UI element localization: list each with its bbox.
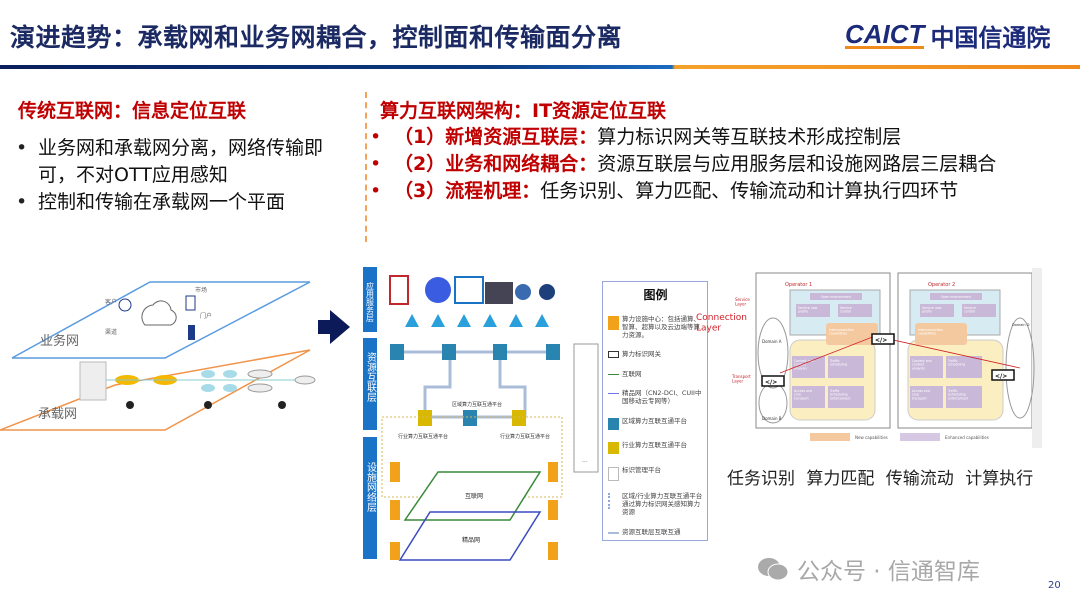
legend-item: 精品网（CN2-DCI、CUII中国移动云专网等） — [608, 389, 703, 405]
left-bullets: 业务网和承载网分离，网络传输即可，不对OTT应用感知 控制和传输在承载网一个平面 — [14, 135, 354, 216]
left-bullet: 控制和传输在承载网一个平面 — [14, 189, 354, 216]
legend-title: 图例 — [643, 288, 668, 302]
divider — [365, 92, 367, 242]
user-icon — [118, 298, 132, 312]
legend-item: 区域/行业算力互联互通平台通过算力标识网关感知算力资源 — [608, 492, 703, 516]
page-number: 20 — [1048, 580, 1061, 591]
internet-line-icon — [608, 373, 619, 375]
svg-text:Domain A: Domain A — [762, 339, 782, 344]
watermark-text: 公众号 · 信通智库 — [797, 559, 980, 585]
tablet-icon — [185, 295, 196, 311]
svg-text:Enhanced capabilities: Enhanced capabilities — [945, 435, 989, 440]
right-bullets: （1）新增资源互联层：算力标识网关等互联技术形成控制层 （2）业务和网络耦合：资… — [370, 124, 1070, 205]
resource-line-icon — [608, 531, 619, 534]
slide-title: 演进趋势：承载网和业务网耦合，控制面和传输面分离 — [10, 23, 623, 52]
svg-text:行业算力互联互通平台: 行业算力互联互通平台 — [500, 433, 550, 440]
svg-text:市场: 市场 — [195, 286, 207, 294]
left-heading: 传统互联网：信息定位互联 — [18, 100, 247, 122]
computing-internet-diagram: 应用服务层 资源互联层 设施网络层 区域算力互联互通平台 行业算力互联互通平台 … — [363, 267, 599, 561]
svg-text:</>: </> — [995, 373, 1007, 380]
left-bullet: 业务网和承载网分离，网络传输即可，不对OTT应用感知 — [14, 135, 354, 189]
regional-platform-icon — [608, 417, 619, 430]
traditional-network-diagram: 业务网 承载网 客户 市场 门户 渠道 — [0, 281, 350, 431]
logo-cn: 中国信通院 — [930, 24, 1051, 52]
gateway-icon — [991, 369, 1015, 381]
watermark: 公众号 · 信通智库 — [757, 552, 980, 586]
legend-box: 图例 算力设施中心：包括通算、智算、超算以及云边端等算力资源。 算力标识网关 互… — [602, 281, 708, 541]
caict-logo: CAICT 中国信通院 — [845, 18, 1050, 53]
svg-text:Operator 2: Operator 2 — [928, 282, 955, 288]
svg-text:New capabilities: New capabilities — [855, 435, 888, 440]
computing-center-icon — [608, 315, 619, 330]
layer-app: 应用服务层 — [366, 281, 375, 323]
header-rule — [0, 65, 1080, 69]
wechat-icon — [758, 558, 789, 581]
legend-item: 资源互联层互联互通 — [608, 528, 703, 536]
right-bullet: （2）业务和网络耦合：资源互联层与应用服务层和设施网路层三层耦合 — [370, 151, 1070, 178]
legend-item: 算力标识网关 — [608, 350, 703, 359]
legend-item: 互联网 — [608, 370, 703, 378]
svg-text:区域算力互联互通平台: 区域算力互联互通平台 — [452, 401, 502, 408]
id-platform-icon — [608, 466, 619, 481]
gateway-icon — [871, 333, 895, 345]
gateway-icon — [608, 351, 619, 359]
server-icon — [188, 325, 195, 340]
internet-label: 互联网 — [465, 492, 483, 500]
svg-text:渠道: 渠道 — [105, 328, 117, 336]
right-bullet: （3）流程机理：任务识别、算力匹配、传输流动和计算执行四环节 — [370, 178, 1070, 205]
svg-text:Domain B: Domain B — [762, 416, 782, 421]
gateway-icon — [761, 375, 785, 387]
right-heading: 算力互联网架构：IT资源定位互联 — [380, 100, 667, 122]
bearer-net-label: 承载网 — [38, 407, 77, 422]
svg-text:行业算力互联互通平台: 行业算力互联互通平台 — [398, 433, 448, 440]
svg-text:...: ... — [582, 457, 588, 464]
premium-net-label: 精品网 — [462, 536, 480, 544]
arrow-right-icon — [318, 310, 350, 344]
svg-text:</>: </> — [875, 337, 887, 344]
svg-text:Domain D: Domain D — [1012, 323, 1030, 327]
cloud-icon — [141, 300, 177, 326]
process-caption: 任务识别 算力匹配 传输流动 计算执行 — [727, 469, 1034, 489]
svg-text:门户: 门户 — [200, 312, 212, 320]
svg-text:Open environment: Open environment — [941, 295, 972, 299]
legend-item: 算力设施中心：包括通算、智算、超算以及云边端等算力资源。 — [608, 315, 703, 339]
industry-platform-icon — [608, 442, 619, 455]
svg-text:Operator 1: Operator 1 — [785, 282, 812, 288]
layer-resource: 资源互联层 — [365, 352, 377, 403]
legend-item: 行业算力互联互通平台 — [608, 441, 703, 455]
sensing-line-icon — [608, 493, 619, 510]
legend-item: 标识管理平台 — [608, 466, 703, 481]
svg-text:Open environment: Open environment — [821, 295, 852, 299]
logo-en: CAICT — [845, 19, 925, 49]
legend-item: 区域算力互联互通平台 — [608, 417, 703, 430]
right-bullet: （1）新增资源互联层：算力标识网关等互联技术形成控制层 — [370, 124, 1070, 151]
service-net-label: 业务网 — [40, 333, 79, 349]
svg-text:客户: 客户 — [105, 298, 117, 306]
layer-infra: 设施网络层 — [365, 462, 377, 513]
svg-text:</>: </> — [765, 379, 777, 386]
premium-line-icon — [608, 393, 619, 395]
